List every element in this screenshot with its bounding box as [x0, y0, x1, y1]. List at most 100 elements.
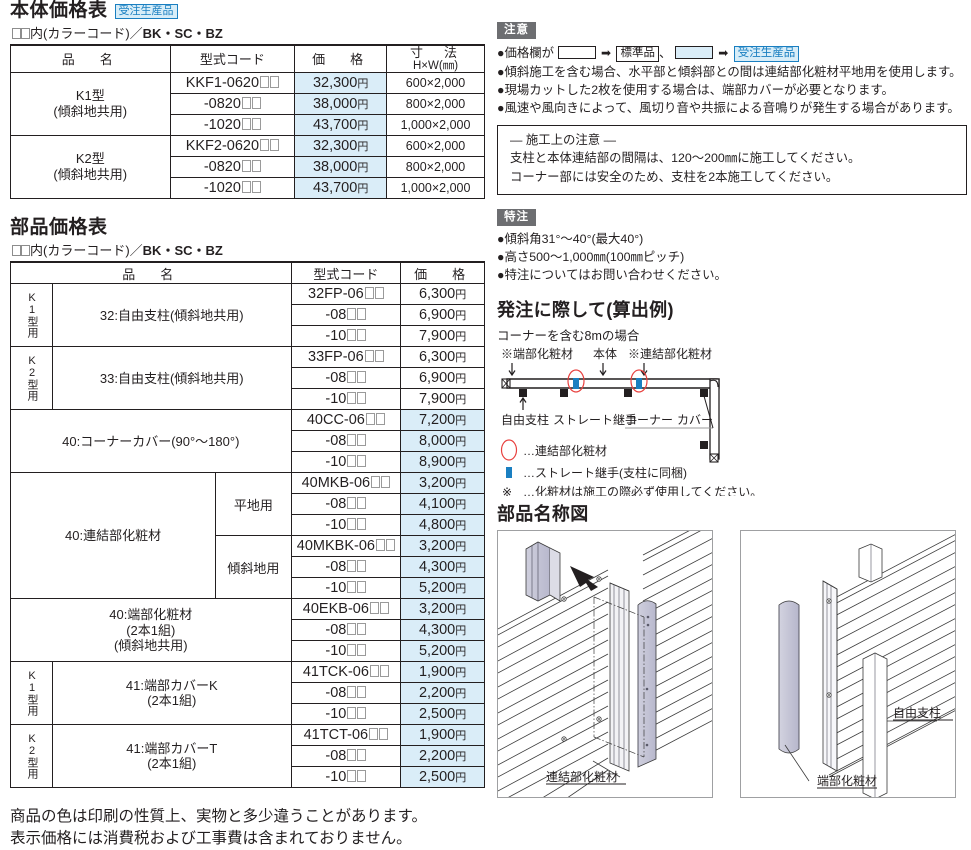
legend-text-3: …化粧材は施工の際必ず使用してください。 — [523, 484, 762, 496]
model-code-cell: 32FP-06 — [290, 283, 402, 306]
label-cover: カバー — [677, 413, 713, 427]
color-code-note-main: 内(カラーコード)／BK・SC・BZ — [10, 25, 485, 47]
label-corner: コーナー — [625, 413, 673, 427]
standard-product-label: 標準品 — [616, 46, 659, 63]
model-code-cell: -10 — [290, 703, 402, 726]
table-row: -08 4,300円 — [11, 556, 485, 579]
model-code-cell: KKF2-0620 — [169, 134, 296, 157]
color-code-box-icon — [21, 27, 30, 39]
ordering-title: 発注に際して(算出例) — [497, 299, 674, 320]
price-cell: 7,900円 — [400, 388, 485, 411]
th-dimension: 寸 法 H×W(㎜) — [386, 46, 485, 73]
label-body: 本体 — [593, 347, 617, 361]
model-code-cell: 40MKBK-06 — [290, 535, 402, 558]
subtype-slope: 傾斜地用 — [215, 535, 292, 600]
group-label-vertical: K1型用 — [10, 661, 53, 726]
price-cell: 1,900円 — [400, 661, 485, 684]
joint-cover-marker-icon — [630, 369, 648, 393]
table-row: K2型用 41:端部カバーT (2本1組) 41TCT-06 1,900円 — [10, 724, 485, 789]
price-cell: 2,500円 — [400, 766, 485, 789]
th-name: 品 名 — [10, 262, 292, 285]
model-code-cell: 41TCK-06 — [290, 661, 402, 684]
table-row: K2型用 33:自由支柱(傾斜地共用) 33FP-06 6,300円 — [10, 346, 485, 411]
color-code-values: BK・SC・BZ — [142, 242, 223, 258]
price-cell: 3,200円 — [400, 472, 485, 495]
table-row: -0820 38,000円 800×2,000 — [11, 155, 485, 178]
caution-legend-line: ●価格欄が ➡ 標準品、 ➡ 受注生産品 — [497, 44, 967, 63]
table-row: K2型 (傾斜地共用) KKF2-0620 32,300円 600×2,000 — [10, 134, 485, 199]
model-code-cell: KKF1-0620 — [169, 71, 296, 94]
color-code-box-icon — [12, 244, 21, 256]
table-row: -08 4,100円 — [11, 493, 485, 516]
dimension-cell: 800×2,000 — [386, 92, 485, 115]
footnotes: 商品の色は印刷の性質上、実物と多少違うことがあります。 表示価格には消費税および… — [10, 806, 485, 850]
caption-end-cover: 端部化粧材 — [817, 773, 877, 788]
model-code-cell: -0820 — [169, 155, 296, 178]
price-cell: 6,900円 — [400, 304, 485, 327]
construction-notice-line: コーナー部には安全のため、支柱を2本施工してください。 — [510, 169, 839, 184]
blue-price-box-icon — [674, 46, 713, 60]
part-name-cell: 32:自由支柱(傾斜地共用) — [52, 283, 292, 348]
model-code-cell: -08 — [290, 556, 402, 579]
straight-joint-icon — [573, 377, 579, 389]
model-code-cell: -08 — [290, 430, 402, 453]
legend-asterisk-icon: ※ — [502, 485, 512, 496]
price-cell: 7,900円 — [400, 325, 485, 348]
table-header-row: 品 名 型式コード 価 格 寸 法 H×W(㎜) — [10, 46, 485, 73]
price-cell: 1,900円 — [400, 724, 485, 747]
group-label-vertical: K2型用 — [10, 724, 53, 789]
special-bullet: ●傾斜角31°〜40°(最大40°) — [497, 231, 644, 246]
post-icon — [700, 440, 708, 449]
label-straight-joint: ストレート継手 — [553, 412, 637, 427]
legend-blue-square-icon — [506, 466, 512, 478]
table-row: -08 4,300円 — [11, 619, 485, 642]
caution-bullet: ●風速や風向きによって、風切り音や共振による音鳴りが発生する場合があります。 — [497, 101, 960, 116]
table-row: -1020 43,700円 1,000×2,000 — [11, 176, 485, 199]
table-row: -1020 43,700円 1,000×2,000 — [11, 113, 485, 136]
color-code-box-icon — [12, 27, 21, 39]
price-cell: 5,200円 — [400, 577, 485, 600]
made-to-order-label: 受注生産品 — [733, 46, 800, 63]
legend-separator: 、 — [658, 46, 672, 61]
model-code-cell: -10 — [290, 451, 402, 474]
footnote-line-1: 商品の色は印刷の性質上、実物と多少違うことがあります。 — [10, 808, 427, 826]
price-cell: 3,200円 — [400, 598, 485, 621]
price-cell: 6,900円 — [400, 367, 485, 390]
price-cell: 2,200円 — [400, 745, 485, 768]
ordering-section: 発注に際して(算出例) コーナーを含む8mの場合 ※端部化粧材 本体 ※連結部化… — [497, 296, 967, 499]
color-code-prefix: 内(カラーコード)／ — [30, 25, 143, 41]
model-code-cell: 40CC-06 — [290, 409, 402, 432]
price-cell: 38,000円 — [294, 155, 388, 178]
dimension-cell: 600×2,000 — [386, 134, 485, 157]
legend-text-2: …ストレート継手(支柱に同梱) — [523, 465, 687, 480]
joint-cover-marker-icon — [567, 369, 585, 393]
price-cell: 7,200円 — [400, 409, 485, 432]
price-cell: 6,300円 — [400, 283, 485, 306]
part-name-cell: 41:端部カバーK (2本1組) — [52, 661, 292, 726]
model-code-cell: 40EKB-06 — [290, 598, 402, 621]
table-row: K1型 (傾斜地共用) KKF1-0620 32,300円 600×2,000 — [10, 71, 485, 136]
model-code-cell: -1020 — [169, 176, 296, 199]
post-icon — [624, 388, 632, 397]
table-row: 40:コーナーカバー(90°〜180°) 40CC-06 7,200円 — [10, 409, 485, 474]
table-header-row: 品 名 型式コード 価 格 — [10, 262, 485, 285]
price-cell: 43,700円 — [294, 176, 388, 199]
post-icon — [560, 388, 568, 397]
ordering-diagram: ※端部化粧材 本体 ※連結部化粧材 — [497, 346, 957, 499]
th-price: 価 格 — [400, 262, 485, 285]
legend-red-ellipse-icon — [500, 439, 518, 461]
price-cell: 2,500円 — [400, 703, 485, 726]
straight-joint-icon — [636, 377, 642, 389]
row-label-k1: K1型 (傾斜地共用) — [10, 71, 171, 136]
price-cell: 4,300円 — [400, 619, 485, 642]
model-code-cell: -10 — [290, 766, 402, 789]
model-code-cell: -10 — [290, 640, 402, 663]
table-row: -10 2,500円 — [11, 766, 485, 789]
parts-table-title-row: 部品価格表 — [10, 217, 485, 240]
ordering-subtitle: コーナーを含む8mの場合 — [497, 328, 640, 343]
caution-tag: 注意 — [497, 22, 536, 40]
part-name-cell: 40:端部化粧材 (2本1組) (傾斜地共用) — [10, 598, 292, 663]
table-row: 40:連結部化粧材 平地用 40MKB-06 3,200円 — [9, 472, 485, 600]
color-code-values: BK・SC・BZ — [142, 25, 223, 41]
status-badge-made-to-order: 受注生産品 — [114, 3, 178, 20]
